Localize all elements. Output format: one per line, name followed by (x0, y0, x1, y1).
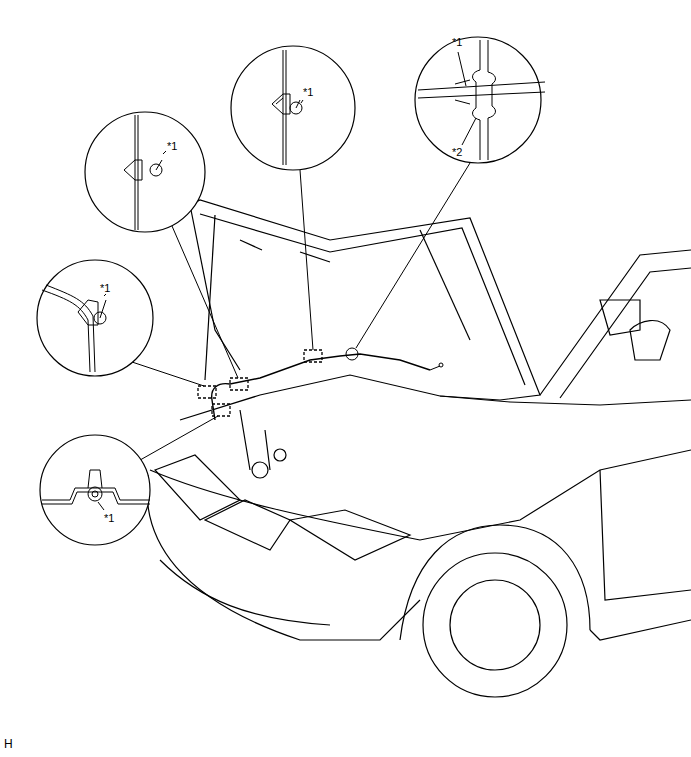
release-cable (212, 354, 430, 420)
clip-detail (272, 50, 303, 165)
callout-number: *2 (452, 146, 462, 158)
clip-location-box (198, 350, 322, 416)
callout-number: *1 (303, 86, 313, 98)
clip-detail (124, 115, 166, 230)
callout-number: *1 (104, 512, 114, 524)
grommet-detail (418, 40, 545, 160)
detail-circle (37, 37, 541, 545)
callout-number: *1 (100, 282, 110, 294)
vehicle-outline (147, 200, 691, 697)
clip-detail (42, 470, 150, 510)
illustration-code: H (4, 738, 13, 750)
callout-number: *1 (452, 36, 462, 48)
clip-detail (42, 285, 106, 372)
callout-number: *1 (167, 140, 177, 152)
